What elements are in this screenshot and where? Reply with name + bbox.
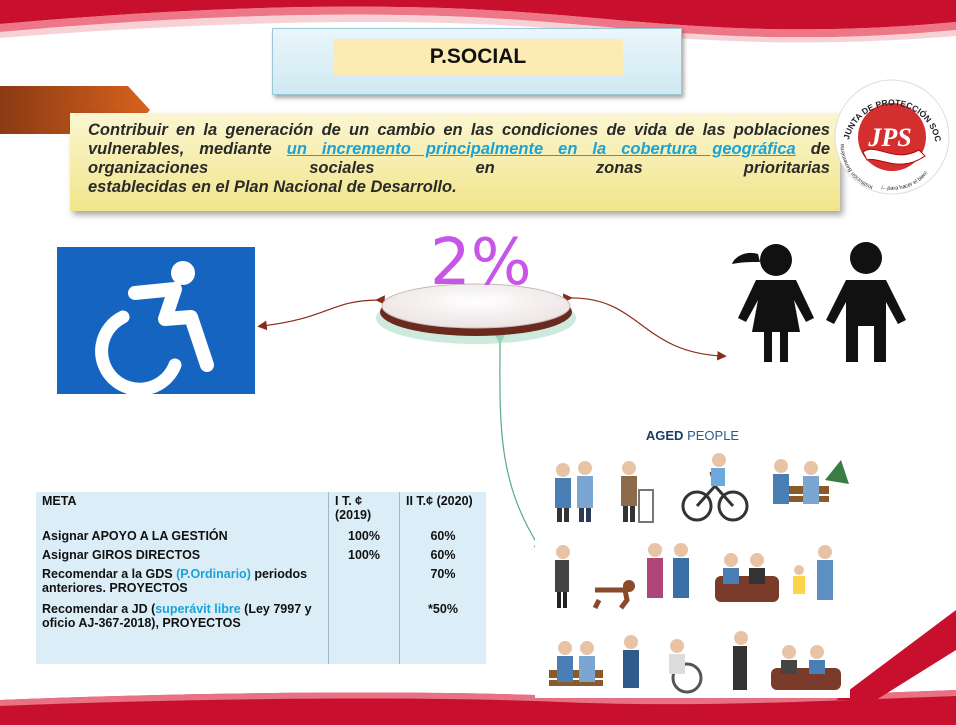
row3-meta-c: periodos anteriores. PROYECTOS — [42, 566, 308, 595]
row2-t1: 100% — [328, 545, 400, 565]
row1-t1: 100% — [328, 527, 400, 546]
row3-meta-a: Recomendar a la GDS — [42, 566, 177, 581]
title-box: P.SOCIAL — [272, 28, 682, 95]
table-row: Asignar GIROS DIRECTOS 100% 60% — [36, 545, 486, 565]
center-percentage: 2% — [430, 226, 532, 300]
aged-row-1 — [555, 453, 849, 523]
svg-text:¡...para hacer el bien!: ¡...para hacer el bien! — [880, 170, 929, 192]
logo-text-layer: JUNTA DE PROTECCIÓN SOCIAL Institución B… — [830, 70, 951, 196]
row4-meta-b: superávit libre — [155, 602, 241, 616]
row2-t2: 60% — [430, 547, 456, 562]
table-row: Asignar APOYO A LA GESTIÓN 100% 60% — [36, 527, 486, 546]
aged-people-illustration: AGED PEOPLE — [535, 410, 850, 698]
aged-title-bold: AGED — [645, 428, 684, 443]
top-decorative-band — [0, 0, 956, 43]
connector-bottom — [495, 335, 543, 553]
table-row: Recomendar a JD (superávit libre (Ley 79… — [36, 600, 486, 664]
connector-left — [257, 295, 385, 331]
row1-t2: 60% — [430, 529, 456, 544]
row4-meta-a: Recomendar a JD ( — [42, 602, 156, 616]
bottom-decorative-band — [0, 690, 956, 725]
row4-meta: Recomendar a JD (superávit libre (Ley 79… — [36, 600, 329, 664]
row4-t2: *50% — [428, 602, 458, 616]
row2-meta: Asignar GIROS DIRECTOS — [36, 545, 329, 565]
row3-t2: 70% — [430, 566, 456, 581]
description-text: Contribuir en la generación de un cambio… — [88, 121, 830, 197]
row4-t1 — [328, 600, 400, 664]
description-part2: de organizaciones sociales en zonas prio… — [88, 140, 831, 177]
jps-logo: JUNTA DE PROTECCIÓN SOCIAL Institución B… — [830, 70, 951, 196]
description-part3: establecidas en el Plan Nacional de Desa… — [88, 178, 457, 196]
row3-meta: Recomendar a la GDS (P.Ordinario) period… — [36, 564, 329, 600]
children-icon — [732, 242, 906, 362]
accessibility-icon — [57, 247, 255, 396]
aged-people-figures — [549, 453, 849, 694]
row4-meta-c: (Ley 7997 y oficio AJ-367-2018), PROYECT… — [42, 602, 312, 630]
header-meta: META — [36, 492, 329, 528]
aged-title-rest: PEOPLE — [683, 428, 740, 443]
row3-meta-b: (P.Ordinario) — [176, 566, 251, 581]
meta-table: META I T. ¢ (2019) II T.¢ (2020) Asignar… — [36, 492, 486, 664]
description-highlight: un incremento principalmente en la cober… — [286, 140, 796, 158]
jps-logo-graphic — [834, 79, 950, 195]
aged-row-3 — [549, 631, 841, 694]
connector-right — [563, 293, 727, 361]
aged-people-title: AGED PEOPLE — [535, 428, 850, 443]
table-row: Recomendar a la GDS (P.Ordinario) period… — [36, 564, 486, 600]
header-t1: I T. ¢ (2019) — [328, 492, 400, 528]
aged-row-2 — [555, 543, 833, 610]
logo-mark: JPS — [867, 123, 911, 152]
row3-t1 — [328, 564, 400, 600]
table-header-row: META I T. ¢ (2019) II T.¢ (2020) — [36, 492, 486, 528]
description-part1: Contribuir en la generación de un cambio… — [88, 121, 830, 158]
logo-bottom-text: ¡...para hacer el bien! — [880, 170, 929, 192]
header-t2: II T.¢ (2020) — [406, 494, 473, 508]
right-decorative-stripe — [836, 610, 956, 700]
row1-meta: Asignar APOYO A LA GESTIÓN — [36, 527, 329, 546]
page-title: P.SOCIAL — [333, 39, 623, 75]
description-box: Contribuir en la generación de un cambio… — [70, 113, 840, 211]
